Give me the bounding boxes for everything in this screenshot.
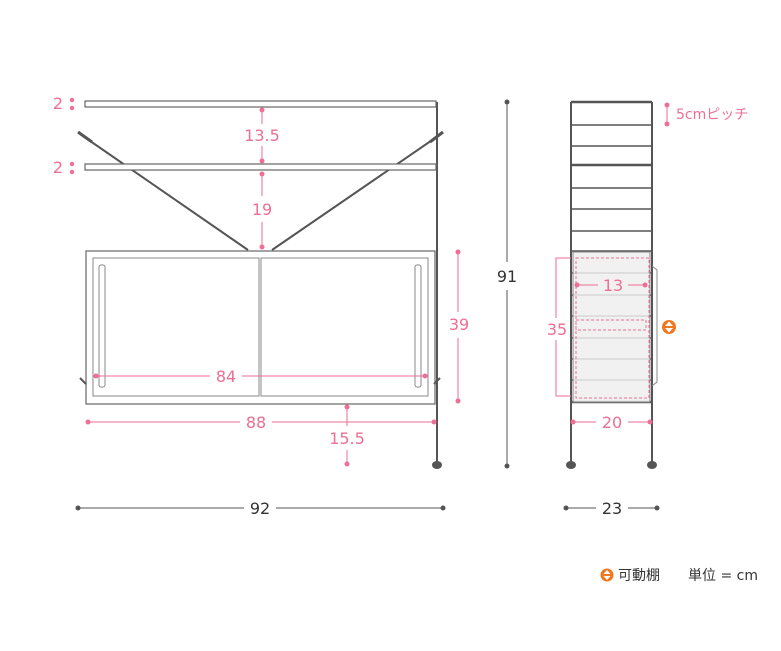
legend: 可動棚 単位 = cm xyxy=(600,568,758,584)
gap-shelf-cabinet-label: 19 xyxy=(252,200,272,219)
side-view: 5cmピッチ 13 35 20 xyxy=(547,100,748,518)
overall-height-dimension xyxy=(504,99,510,469)
cabinet-depth-dimension xyxy=(570,419,653,425)
pitch-dimension xyxy=(664,102,670,127)
side-inner-shelf xyxy=(575,319,647,331)
inner-width-dimension xyxy=(93,373,428,379)
top-shelf-thickness-marker xyxy=(69,97,75,111)
overall-width-label: 92 xyxy=(250,499,270,518)
door-handle-right xyxy=(414,264,422,388)
door-handle-left xyxy=(98,264,106,388)
brace-right xyxy=(271,133,442,251)
overall-depth-dimension xyxy=(563,505,660,511)
top-shelf xyxy=(84,100,437,108)
cabinet-height-dimension xyxy=(455,249,461,404)
right-foot xyxy=(432,461,442,469)
cabinet-hook-left xyxy=(79,377,87,385)
cabinet-door-right xyxy=(260,257,429,397)
cabinet-depth-label: 20 xyxy=(602,413,622,432)
cabinet-width-label: 88 xyxy=(246,413,266,432)
brace-left xyxy=(79,133,249,251)
inner-width-label: 84 xyxy=(216,367,236,386)
front-view: 2 2 13.5 19 84 xyxy=(53,94,517,518)
side-foot-front xyxy=(566,461,576,469)
overall-depth-label: 23 xyxy=(602,499,622,518)
legend-up-down-arrow-icon xyxy=(600,568,614,582)
overall-height-label: 91 xyxy=(497,267,517,286)
gap-top-shelves-label: 13.5 xyxy=(244,126,280,145)
inner-height-dimension xyxy=(555,257,571,397)
side-cabinet-back-edge xyxy=(651,265,658,387)
legend-unit: 単位 = cm xyxy=(688,568,758,584)
side-cabinet xyxy=(572,251,651,403)
top-shelf-thickness-label: 2 xyxy=(53,94,63,113)
second-shelf xyxy=(84,163,437,171)
inner-depth-label: 13 xyxy=(603,276,623,295)
inner-depth-dimension xyxy=(574,282,648,288)
second-shelf-thickness-marker xyxy=(69,161,75,175)
gap-shelf-cabinet-dimension xyxy=(259,171,265,250)
second-shelf-thickness-label: 2 xyxy=(53,158,63,177)
floor-clearance-dimension xyxy=(344,404,350,467)
side-foot-back xyxy=(647,461,657,469)
legend-movable-shelf: 可動棚 xyxy=(618,568,660,584)
cabinet-door-left xyxy=(92,257,260,397)
gap-top-shelves-dimension xyxy=(259,107,265,164)
pitch-note-label: 5cmピッチ xyxy=(676,107,748,123)
cabinet-hook-right xyxy=(433,377,441,385)
inner-height-label: 35 xyxy=(547,320,567,339)
floor-clearance-label: 15.5 xyxy=(329,429,365,448)
up-down-arrow-icon xyxy=(662,320,676,334)
cabinet-width-dimension xyxy=(85,419,437,425)
brace-left-end xyxy=(77,130,93,144)
overall-width-dimension xyxy=(75,505,446,511)
cabinet-height-label: 39 xyxy=(449,315,469,334)
